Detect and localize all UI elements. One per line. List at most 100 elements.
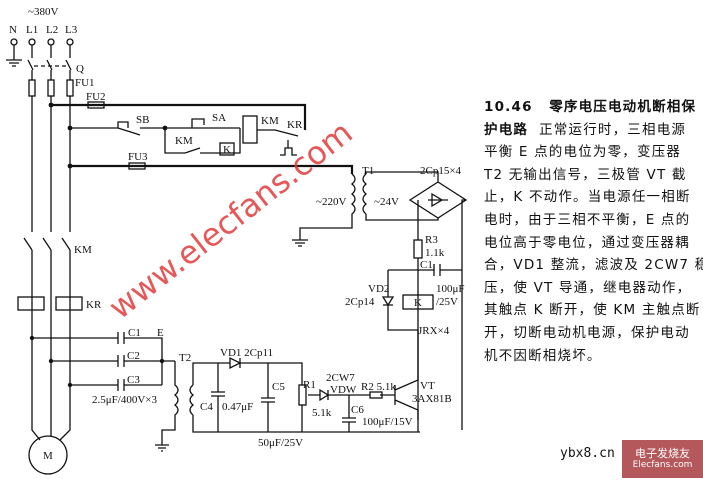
- sa-label: SA: [212, 112, 226, 124]
- fu3-rail: [70, 164, 354, 174]
- zener-part: 2CW7: [326, 372, 355, 384]
- desc-line-1: 平衡 E 点的电位为零，变压器: [484, 144, 682, 161]
- q-label: Q: [76, 63, 84, 75]
- resistor-r2: [369, 391, 383, 399]
- k-contact-box: [219, 142, 235, 156]
- km-main-label: KM: [74, 244, 92, 256]
- c1-dc-voltage: /25V: [436, 296, 458, 308]
- fu2-label: FU2: [86, 91, 106, 103]
- km-coil-label: KM: [261, 115, 279, 127]
- t2-label: T2: [179, 352, 191, 364]
- desc-line-9: 开，切断电动机电源，保护电动: [484, 324, 690, 341]
- resistor-r3: [413, 239, 423, 259]
- desc-line-2: T2 无输出信号，三极管 VT 截: [484, 166, 687, 183]
- kr-heaters: [17, 296, 83, 311]
- r2-label: R2 5.1k: [361, 381, 396, 393]
- relay-k: [402, 294, 434, 310]
- motor: [28, 435, 68, 475]
- logo-text: 电子发烧友: [635, 446, 690, 460]
- site-url: ybx8.cn: [560, 446, 615, 461]
- relay-k-label: K: [414, 297, 422, 309]
- jrx-label: JRX×4: [418, 325, 450, 337]
- c1-label: C1: [128, 327, 141, 339]
- transistor-vt: [394, 330, 419, 432]
- fuses-fu1: [28, 79, 74, 97]
- kr-contact: [257, 129, 299, 156]
- n-label: N: [9, 24, 17, 36]
- section-title-b: 护电路: [484, 121, 529, 138]
- l3-label: L3: [65, 24, 78, 36]
- l1-label: L1: [26, 24, 38, 36]
- c5-label: C5: [272, 381, 285, 393]
- zener-label: VDW: [330, 384, 357, 396]
- capacitor-c1-dc: [433, 264, 441, 276]
- km-coil: [242, 115, 258, 144]
- vd2-label: VD2: [368, 283, 389, 295]
- sb-label: SB: [136, 114, 149, 126]
- terminals: [10, 38, 74, 46]
- cap-value-label: 2.5μF/400V×3: [92, 394, 157, 406]
- diode-vd2: [381, 296, 395, 307]
- start-circuit: [70, 127, 241, 154]
- l2-label: L2: [46, 24, 58, 36]
- v220-label: ~220V: [316, 196, 346, 208]
- desc-line-4: 电时，由于三相不平衡，E 点的: [484, 211, 691, 228]
- ground-n: [6, 45, 22, 67]
- section-title-a: 零序电压电动机断相保: [549, 99, 697, 115]
- zener-and-base-circuit: [301, 388, 395, 432]
- vd2-part: 2Cp14: [345, 296, 375, 308]
- desc-line-0: 正常运行时，三相电源: [539, 121, 687, 138]
- motor-label: M: [43, 450, 53, 462]
- description-text: 10.46 零序电压电动机断相保 护电路 正常运行时，三相电源 平衡 E 点的电…: [484, 96, 703, 367]
- km-main-contacts: [23, 205, 71, 441]
- e-point-label: E: [157, 327, 164, 339]
- r3-label: R3: [425, 234, 438, 246]
- desc-line-5: 电位高于零电位，通过变压器耦: [484, 234, 690, 251]
- c4-value: 0.47μF: [222, 401, 253, 413]
- r3-value: 1.1k: [425, 247, 445, 259]
- c5-value: 50μF/25V: [258, 437, 303, 449]
- supply-voltage-label: ~380V: [28, 6, 58, 18]
- section-number: 10.46: [484, 99, 533, 115]
- desc-line-7: 压，使 VT 导通，继电器动作，: [484, 279, 692, 296]
- elecfans-logo: 电子发烧友 Elecfans.com: [622, 440, 703, 478]
- desc-line-8: 其触点 K 断开，使 KM 主触点断: [484, 302, 701, 319]
- transformer-t1: [292, 171, 439, 247]
- r1-value: 5.1k: [312, 407, 332, 419]
- l2-control-rail: [51, 103, 307, 130]
- k-contact-label: K: [223, 144, 231, 156]
- c1-dc-label: C1: [420, 259, 433, 271]
- kr-main-label: KR: [86, 299, 102, 311]
- fuse-fu3: [128, 162, 146, 170]
- c3-label: C3: [127, 374, 140, 386]
- vt-part: 3AX81B: [412, 393, 452, 405]
- logo-subtext: Elecfans.com: [632, 460, 693, 471]
- transformer-t2: [155, 361, 420, 452]
- desc-line-10: 机不因断相烧坏。: [484, 347, 602, 364]
- v24-label: ~24V: [374, 196, 399, 208]
- button-sb[interactable]: [117, 121, 129, 128]
- fu1-label: FU1: [75, 77, 95, 89]
- r1-label: R1: [303, 379, 316, 391]
- c4-label: C4: [200, 401, 213, 413]
- km-hold-label: KM: [175, 135, 193, 147]
- kr-contact-label: KR: [287, 119, 303, 131]
- vt-label: VT: [420, 380, 435, 392]
- desc-line-6: 合，VD1 整流，滤波及 2CW7 稳: [484, 257, 703, 274]
- desc-line-3: 止，K 不动作。当电源任一相断: [484, 189, 691, 206]
- vd1-label: VD1 2Cp11: [220, 347, 273, 359]
- capacitors-c4-c5: [211, 363, 275, 432]
- t1-label: T1: [362, 165, 374, 177]
- switch-q: [27, 45, 72, 80]
- c6-label: C6: [351, 404, 364, 416]
- diode-vd1: [229, 356, 242, 370]
- phase-lines: [31, 96, 71, 205]
- bridge-label: 2Cp15×4: [420, 165, 462, 177]
- c1-dc-value: 100μF: [436, 283, 465, 295]
- button-sa[interactable]: [191, 118, 205, 128]
- fuse-fu2: [87, 101, 105, 109]
- c2-label: C2: [127, 350, 140, 362]
- fu3-label: FU3: [128, 151, 148, 163]
- c6-value: 100μF/15V: [362, 416, 413, 428]
